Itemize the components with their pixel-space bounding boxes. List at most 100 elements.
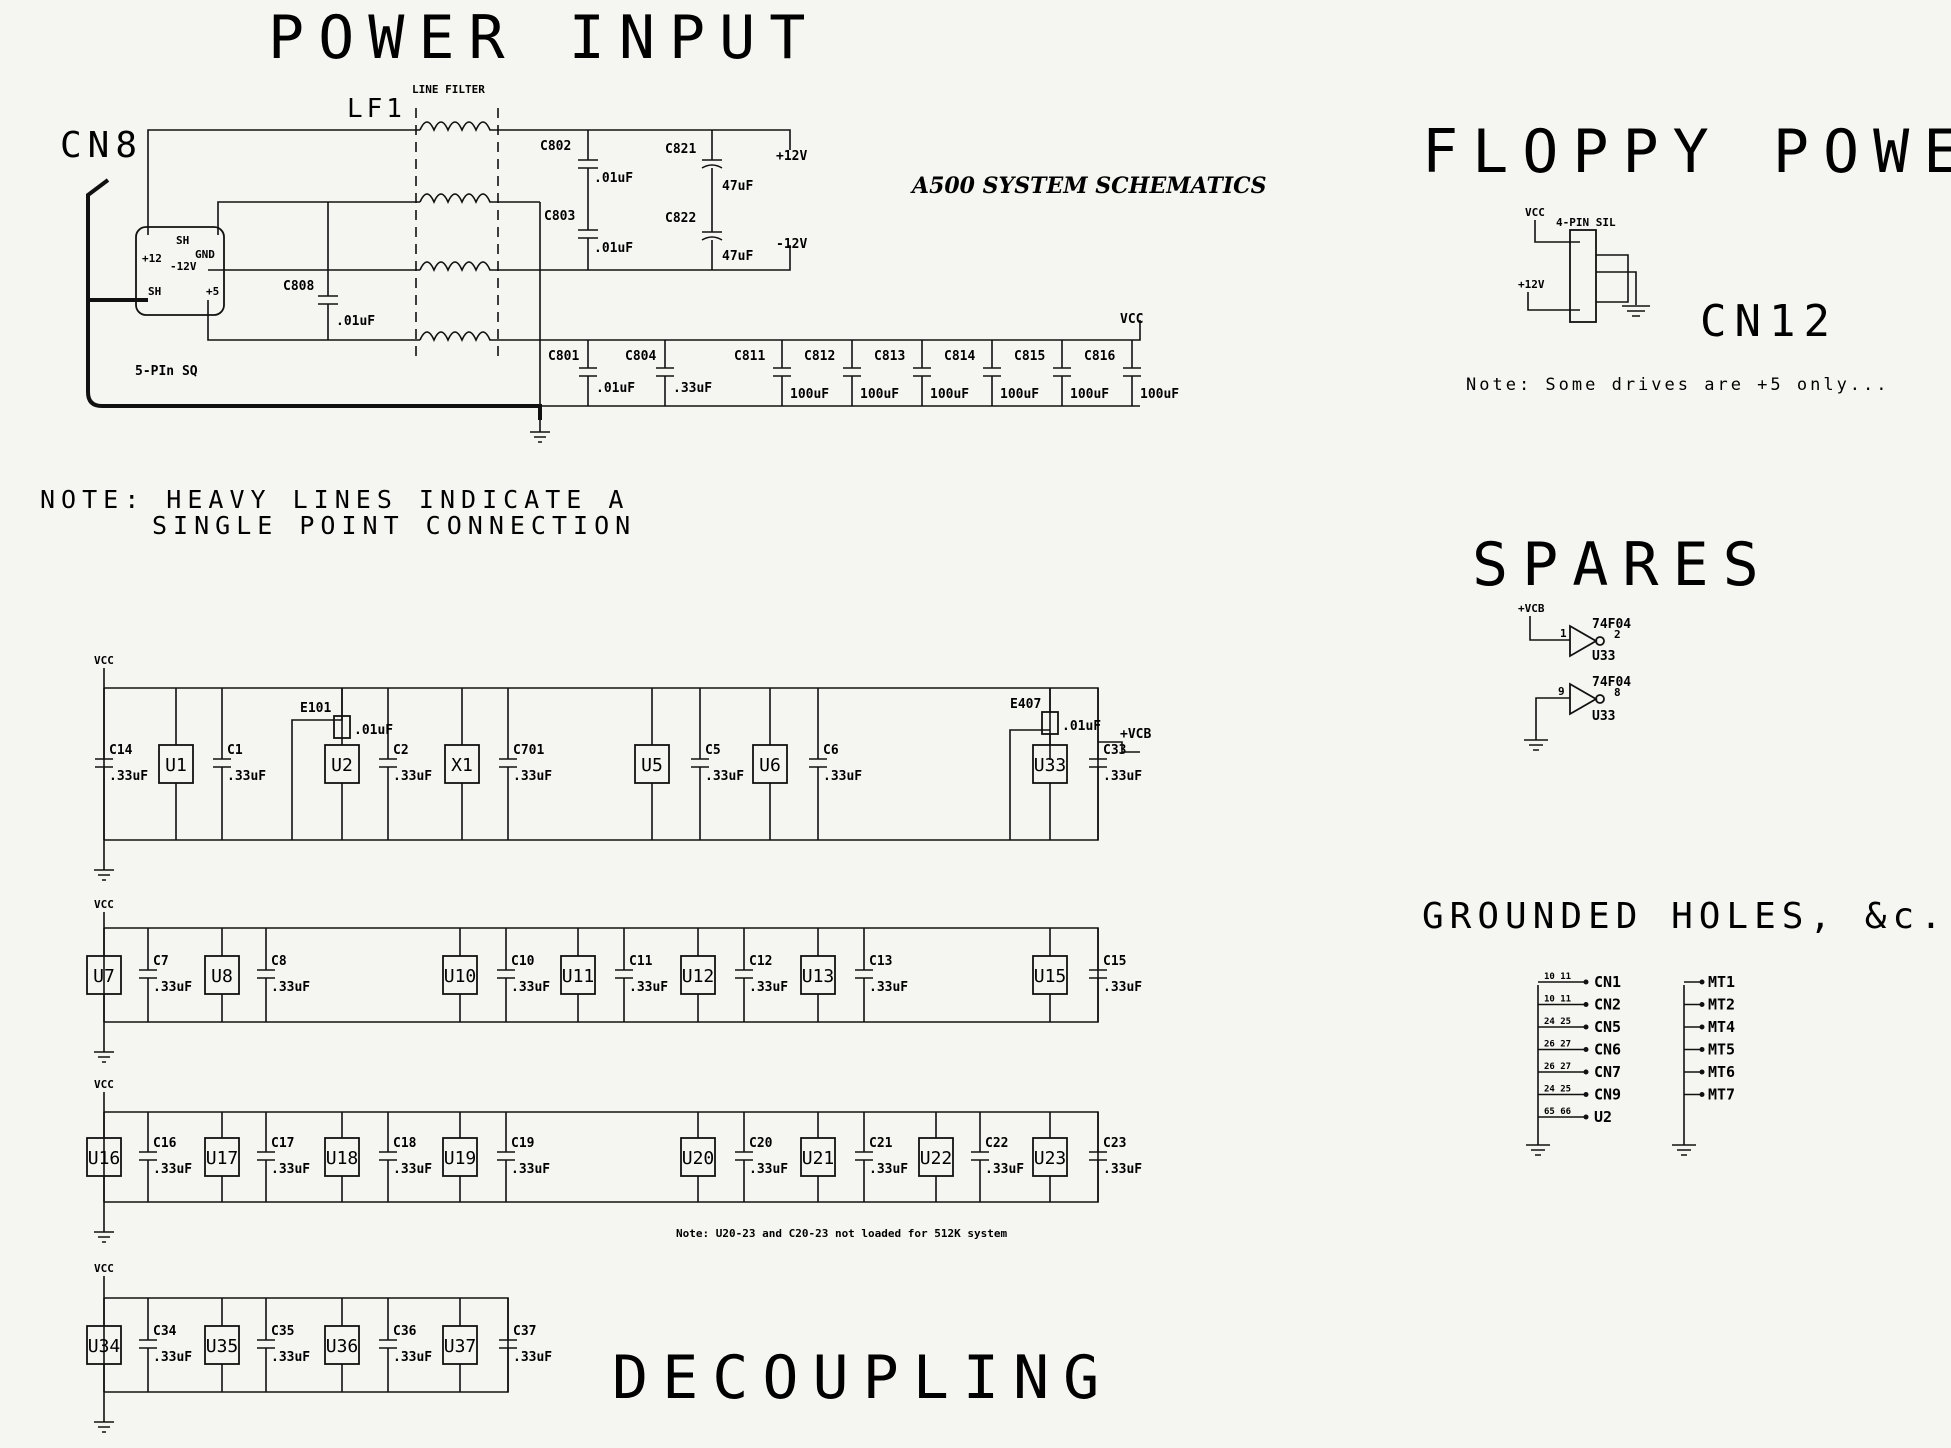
- c7-ref: C7: [153, 954, 169, 969]
- c35-cap: [257, 1298, 275, 1392]
- ic-label-u7: U7: [93, 966, 115, 987]
- c811-value: 100uF: [790, 387, 829, 402]
- ic-label-u20: U20: [682, 1148, 715, 1169]
- ground-symbol: [94, 1044, 114, 1063]
- c815-cap: [1053, 340, 1071, 406]
- c35-ref: C35: [271, 1324, 294, 1339]
- gh-ref-cn2: CN2: [1594, 996, 1621, 1014]
- svg-text:GND: GND: [195, 248, 215, 261]
- cn8-type-label: 5-PIn SQ: [135, 364, 198, 379]
- vcc-label: VCC: [94, 654, 114, 667]
- c11-ref: C11: [629, 954, 653, 969]
- c18-cap: [379, 1112, 397, 1202]
- c15-cap: [1089, 928, 1107, 1022]
- c5-value: .33uF: [705, 769, 744, 784]
- spares-section: +VCB 74F04 U33 1 2 74F04 U33 9 8: [1518, 602, 1631, 751]
- vcc-label: VCC: [94, 1262, 114, 1275]
- svg-text:+12: +12: [142, 252, 162, 265]
- c7-value: .33uF: [153, 980, 192, 995]
- c16-cap: [139, 1112, 157, 1202]
- svg-text:47uF: 47uF: [722, 179, 753, 194]
- c804-value: .33uF: [673, 381, 712, 396]
- ic-u21: [800, 1137, 836, 1177]
- ic-u11: [560, 955, 596, 995]
- svg-text:4-PIN SIL: 4-PIN SIL: [1556, 216, 1616, 229]
- c23-value: .33uF: [1103, 1162, 1142, 1177]
- svg-text:+VCB: +VCB: [1518, 602, 1545, 615]
- c2-ref: C2: [393, 743, 409, 758]
- c37-cap: [499, 1298, 517, 1392]
- decoupling-rail: [104, 687, 1099, 841]
- heavy-line-note-2: SINGLE POINT CONNECTION: [152, 511, 636, 540]
- vcc-rail-capacitors: C801.01uFC804.33uFC811100uFC812100uFC813…: [548, 340, 1179, 406]
- c1-ref: C1: [227, 743, 243, 758]
- ic-u23: [1032, 1137, 1068, 1177]
- c20-cap: [735, 1112, 753, 1202]
- ic-label-x1: X1: [451, 755, 473, 776]
- svg-text:+12V: +12V: [776, 149, 807, 164]
- heavy-ground-loop: [86, 178, 542, 420]
- cn12-connector: [1569, 229, 1597, 323]
- ic-label-u1: U1: [165, 755, 187, 776]
- svg-text:C822: C822: [665, 211, 696, 226]
- line-filter-coils: [419, 121, 540, 342]
- c13-ref: C13: [869, 954, 892, 969]
- ic-label-u37: U37: [444, 1336, 477, 1357]
- ic-u1: [158, 744, 194, 784]
- ic-label-u2: U2: [331, 755, 353, 776]
- c13-value: .33uF: [869, 980, 908, 995]
- c36-value: .33uF: [393, 1350, 432, 1365]
- c20-value: .33uF: [749, 1162, 788, 1177]
- c19-cap: [497, 1112, 515, 1202]
- svg-text:C803: C803: [544, 209, 575, 224]
- c14-value: .33uF: [109, 769, 148, 784]
- gh-dot: [1583, 1114, 1589, 1120]
- svg-text:1: 1: [1560, 627, 1567, 640]
- c20-ref: C20: [749, 1136, 773, 1151]
- e407-wire: [1009, 688, 1051, 840]
- c808-cap: [318, 202, 338, 340]
- c812-cap: [843, 340, 861, 406]
- system-title: A500 SYSTEM SCHEMATICS: [910, 173, 1267, 199]
- gh-pins: 10 11: [1544, 995, 1571, 1005]
- c22-value: .33uF: [985, 1162, 1024, 1177]
- ic-label-u34: U34: [88, 1336, 121, 1357]
- c11-cap: [615, 928, 633, 1022]
- svg-text:VCC: VCC: [1120, 312, 1143, 327]
- ic-u36: [324, 1325, 360, 1365]
- svg-text:74F04: 74F04: [1592, 675, 1631, 690]
- row3-note: Note: U20-23 and C20-23 not loaded for 5…: [676, 1227, 1008, 1240]
- cn8-label: CN8: [60, 125, 143, 166]
- c811-ref: C811: [734, 349, 765, 364]
- ic-u6: [752, 744, 788, 784]
- c6-ref: C6: [823, 743, 839, 758]
- svg-text:SH: SH: [176, 234, 189, 247]
- gh-ref-mt7: MT7: [1708, 1086, 1735, 1104]
- gh-ref-mt2: MT2: [1708, 996, 1735, 1014]
- c813-value: 100uF: [930, 387, 969, 402]
- c813-ref: C813: [874, 349, 905, 364]
- ic-label-u11: U11: [562, 966, 595, 987]
- c16-value: .33uF: [153, 1162, 192, 1177]
- decoupling-rail: [104, 927, 1099, 1023]
- c12-cap: [735, 928, 753, 1022]
- ic-u35: [204, 1325, 240, 1365]
- decoupling-rail: [104, 1111, 1099, 1203]
- c11-value: .33uF: [629, 980, 668, 995]
- c804-cap: [656, 340, 674, 406]
- gh-pins: 24 25: [1544, 1085, 1571, 1095]
- c1-value: .33uF: [227, 769, 266, 784]
- gh-dot: [1583, 1069, 1589, 1075]
- svg-text:+12V: +12V: [1518, 278, 1545, 291]
- ic-u10: [442, 955, 478, 995]
- svg-text:U33: U33: [1592, 709, 1615, 724]
- gh-dot: [1583, 1047, 1589, 1052]
- e407-value: .01uF: [1062, 719, 1101, 734]
- ic-label-u33: U33: [1034, 755, 1067, 776]
- floppy-note: Note: Some drives are +5 only...: [1466, 375, 1890, 395]
- gh-dot: [1699, 1002, 1705, 1007]
- c17-value: .33uF: [271, 1162, 310, 1177]
- gh-ref-mt4: MT4: [1708, 1018, 1735, 1036]
